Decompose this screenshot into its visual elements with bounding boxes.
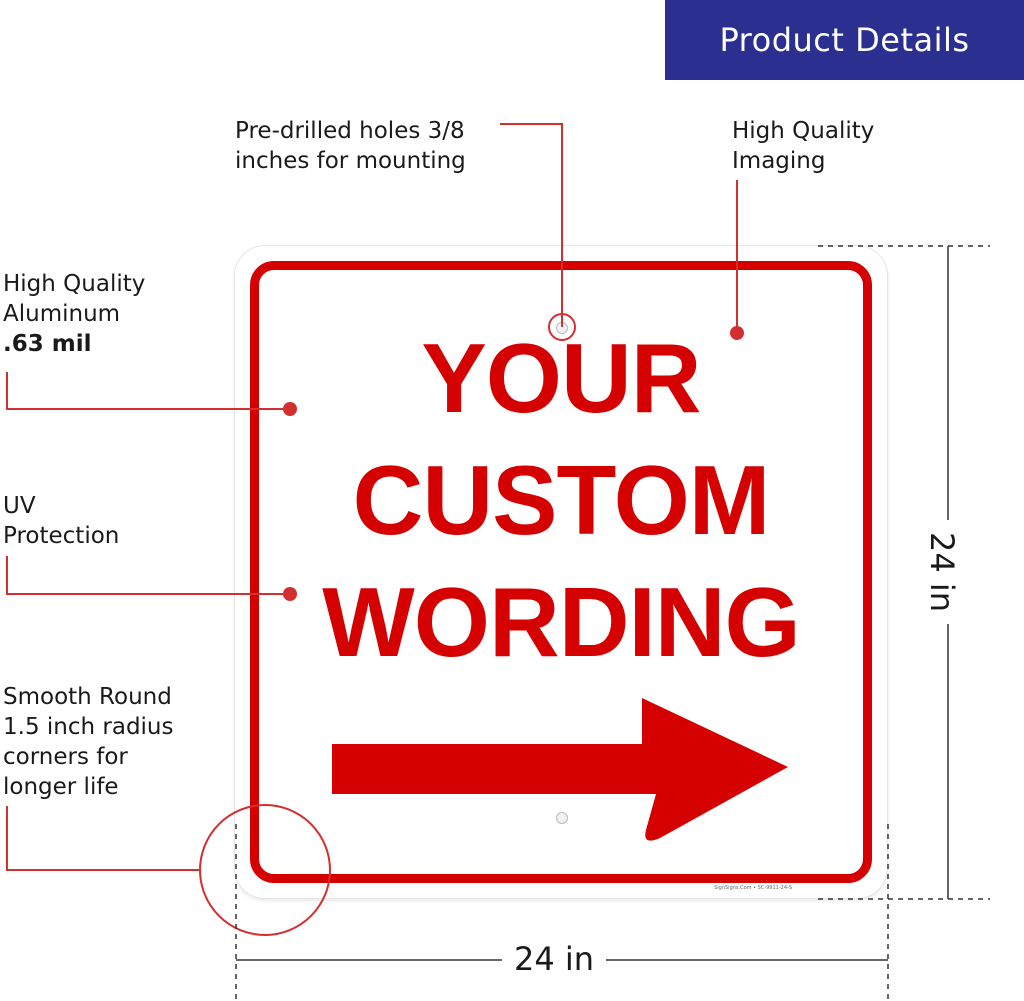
uv-callout-line	[6, 556, 289, 595]
annotation-aluminum: High Quality Aluminum .63 mil	[3, 269, 145, 359]
holes-callout-ring	[548, 313, 576, 341]
imaging-callout-dot	[730, 326, 744, 340]
bottom-mounting-hole	[556, 812, 568, 824]
annotation-uv: UV Protection	[3, 491, 119, 551]
height-dimension-label: 24 in	[922, 519, 963, 625]
annotation-imaging: High Quality Imaging	[732, 116, 874, 176]
banner-title: Product Details	[719, 21, 970, 59]
annotation-corners-line-3: corners for	[3, 744, 128, 770]
aluminum-callout-dot	[283, 402, 297, 416]
annotation-corners-line-2: 1.5 inch radius	[3, 714, 174, 740]
top-mounting-hole	[556, 322, 568, 334]
width-dimension-label: 24 in	[502, 939, 607, 979]
custom-sign: YOUR CUSTOM WORDING SignSigns.Com • SC-9…	[235, 246, 887, 898]
corners-callout-line	[6, 806, 199, 871]
annotation-corners: Smooth Round 1.5 inch radius corners for…	[3, 682, 174, 802]
sign-line-1: YOUR	[421, 323, 701, 433]
sign-line-2: CUSTOM	[352, 445, 771, 555]
annotation-aluminum-line-1: High Quality	[3, 271, 146, 297]
annotation-uv-line-2: Protection	[3, 523, 120, 549]
corners-callout-circle	[199, 804, 331, 936]
annotation-corners-line-4: longer life	[3, 774, 119, 800]
right-arrow-icon	[332, 698, 788, 841]
annotation-holes: Pre-drilled holes 3/8 inches for mountin…	[235, 116, 466, 176]
aluminum-callout-line	[6, 372, 289, 410]
sign-line-3: WORDING	[322, 567, 801, 677]
annotation-uv-line-1: UV	[3, 493, 36, 519]
annotation-imaging-line-2: Imaging	[732, 148, 826, 174]
product-details-banner: Product Details	[665, 0, 1024, 80]
sign-fine-print: SignSigns.Com • SC-9911-24-S	[714, 885, 792, 891]
holes-callout-line	[500, 123, 563, 327]
annotation-imaging-line-1: High Quality	[732, 118, 875, 144]
annotation-holes-line-2: inches for mounting	[235, 148, 466, 174]
uv-callout-dot	[283, 587, 297, 601]
annotation-holes-line-1: Pre-drilled holes 3/8	[235, 118, 465, 144]
annotation-aluminum-thickness: .63 mil	[3, 331, 92, 357]
annotation-aluminum-line-2: Aluminum	[3, 301, 121, 327]
annotation-corners-line-1: Smooth Round	[3, 684, 172, 710]
